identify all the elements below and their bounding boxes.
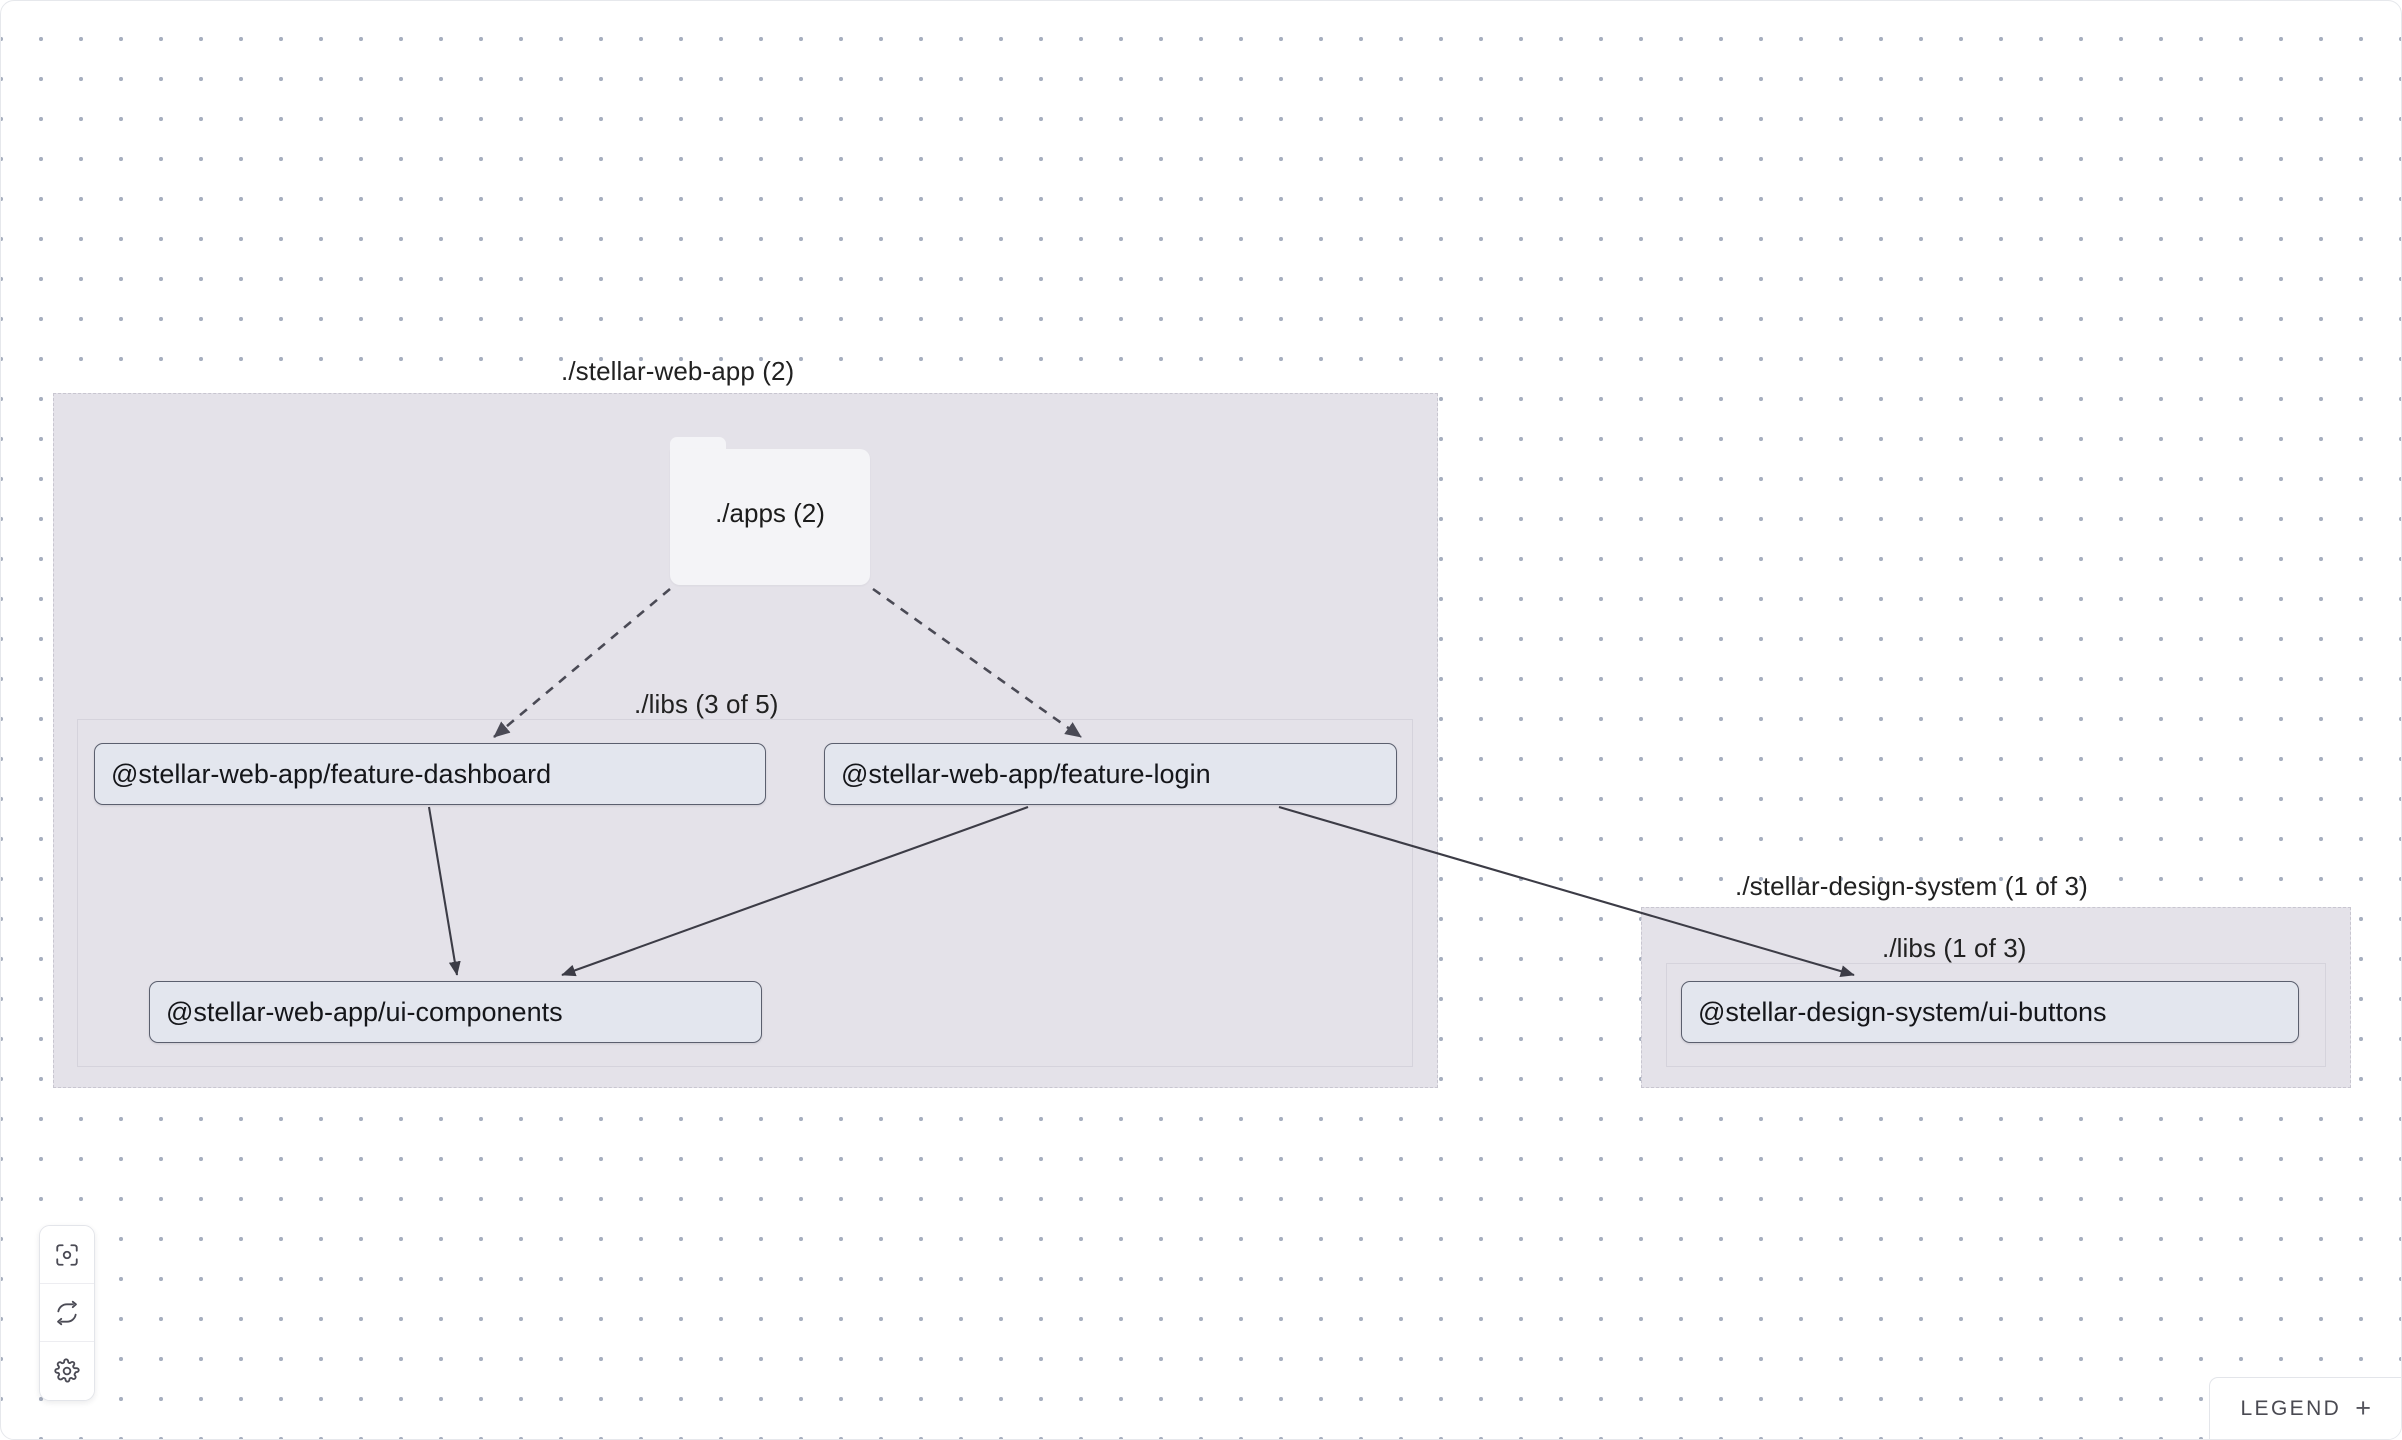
folder-body: ./apps (2) [670, 449, 870, 585]
legend-label: LEGEND [2240, 1397, 2342, 1420]
graph-tool-rail[interactable] [39, 1225, 95, 1401]
group-label-stellar-web-app: ./stellar-web-app (2) [561, 356, 795, 386]
project-node-label: @stellar-web-app/feature-dashboard [111, 758, 552, 789]
plus-icon: + [2355, 1393, 2371, 1423]
refresh-graph-button[interactable] [40, 1284, 94, 1342]
folder-label-apps: ./apps (2) [715, 497, 825, 528]
project-node-ui-buttons[interactable]: @stellar-design-system/ui-buttons [1681, 981, 2299, 1043]
group-label-stellar-design-system: ./stellar-design-system (1 of 3) [1735, 871, 2088, 901]
group-label-stellar-web-app-libs: ./libs (3 of 5) [634, 689, 779, 719]
project-node-label: @stellar-web-app/ui-components [166, 996, 563, 1027]
focus-target-icon [54, 1242, 80, 1268]
project-node-feature-dashboard[interactable]: @stellar-web-app/feature-dashboard [94, 743, 766, 805]
folder-node-apps[interactable]: ./apps (2) [670, 437, 870, 585]
group-label-stellar-design-system-libs: ./libs (1 of 3) [1882, 933, 2027, 963]
legend-button[interactable]: LEGEND + [2209, 1377, 2401, 1439]
gear-icon [54, 1358, 80, 1384]
focus-graph-button[interactable] [40, 1226, 94, 1284]
project-node-ui-components[interactable]: @stellar-web-app/ui-components [149, 981, 762, 1043]
project-node-label: @stellar-web-app/feature-login [841, 758, 1211, 789]
settings-button[interactable] [40, 1342, 94, 1400]
project-node-feature-login[interactable]: @stellar-web-app/feature-login [824, 743, 1397, 805]
refresh-icon [54, 1300, 80, 1326]
project-node-label: @stellar-design-system/ui-buttons [1698, 996, 2107, 1027]
